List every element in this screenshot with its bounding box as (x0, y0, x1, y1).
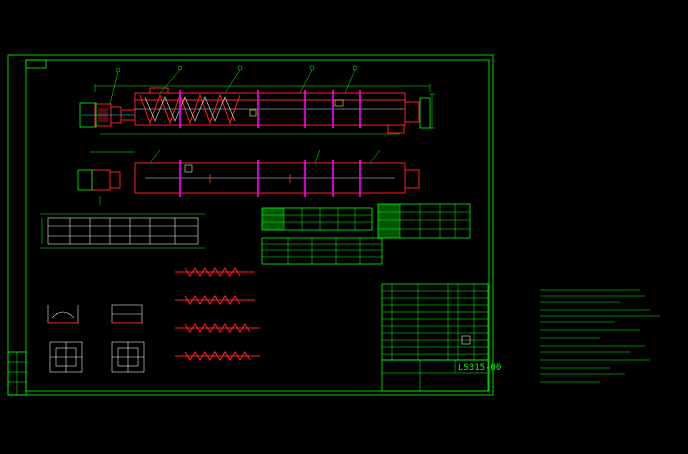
shaft-detail-2 (175, 295, 255, 305)
screw-flights (139, 93, 241, 125)
drive-motor-assembly (79, 102, 136, 128)
conveyor-elevation-view (79, 65, 435, 135)
inlet-port (149, 87, 169, 94)
sheet-inner-border (25, 59, 490, 392)
outlet-port (387, 124, 405, 134)
title-block: LS315-00 (381, 359, 501, 392)
support-section (111, 304, 143, 324)
part-leaders-top (109, 65, 358, 105)
shaft-detail-1 (175, 267, 255, 277)
parameter-table-right (377, 203, 471, 239)
parameter-table-wide (261, 237, 383, 265)
trough-end-section (47, 305, 79, 324)
corner-tag-box (25, 59, 47, 69)
hanger-section-a (49, 341, 83, 373)
section-views (47, 304, 145, 373)
shaft-detail-4 (175, 351, 260, 361)
parts-list-table (381, 283, 489, 361)
trough-section-detail (40, 213, 205, 249)
housing-flanges (179, 90, 361, 128)
drawing-number: LS315-00 (458, 363, 501, 373)
conveyor-plan-view (77, 149, 420, 205)
shaft-detail-3 (175, 323, 260, 333)
binding-strip (7, 351, 27, 396)
technical-notes (540, 289, 660, 383)
plan-flanges (179, 160, 361, 197)
hanger-section-b (111, 341, 145, 373)
parameter-table-small (261, 207, 373, 231)
sheet-outer-border (7, 54, 494, 396)
screw-shaft-details (175, 267, 260, 361)
